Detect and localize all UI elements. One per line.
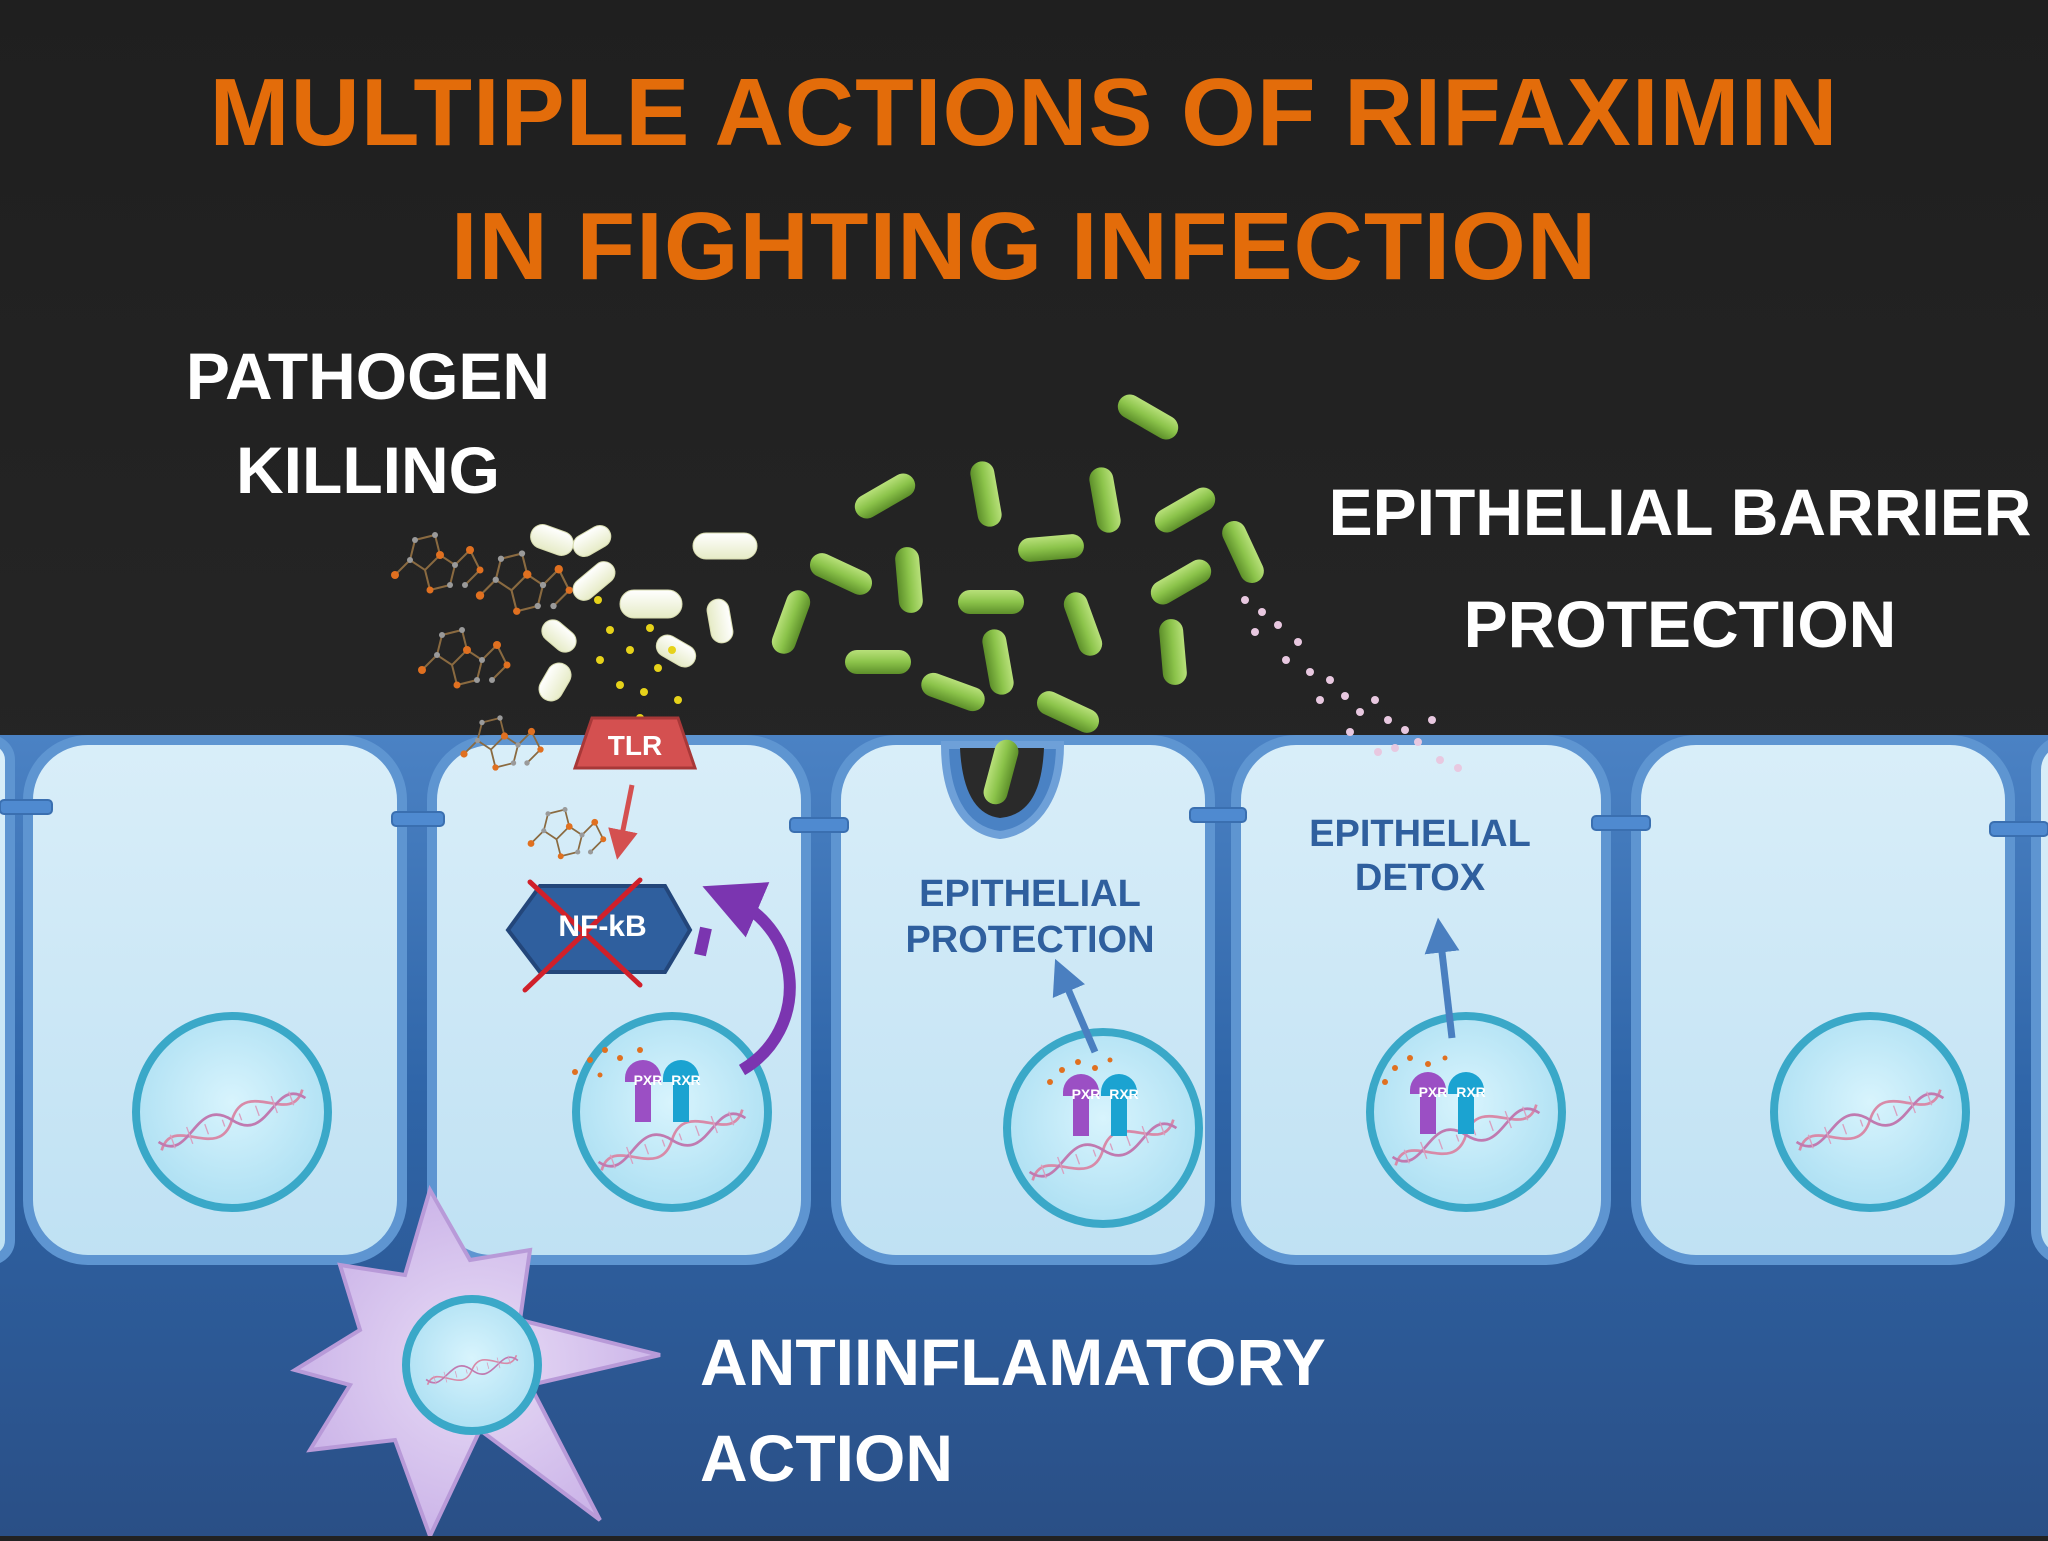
label-antiinflammatory: ANTIINFLAMATORY bbox=[700, 1325, 1326, 1399]
tlr-receptor bbox=[572, 716, 698, 770]
detox-arrow bbox=[1424, 917, 1460, 1039]
page-title-line1: MULTIPLE ACTIONS OF RIFAXIMIN bbox=[209, 59, 1839, 166]
nfkb-hexagon bbox=[505, 884, 693, 974]
cell-edge-left bbox=[0, 737, 15, 1263]
tlr-arrow bbox=[608, 784, 638, 860]
nfkb-label: NF-kB bbox=[558, 910, 647, 943]
label-pathogen: PATHOGEN bbox=[185, 339, 551, 413]
rxr-label-3: RXR bbox=[1456, 1084, 1486, 1100]
label-action: ACTION bbox=[700, 1421, 953, 1495]
nuclei bbox=[132, 1012, 1970, 1228]
pxr-inhibition-arrow bbox=[702, 882, 796, 1076]
nucleus-2 bbox=[572, 1012, 772, 1212]
label-epithelial-barrier: EPITHELIAL BARRIER bbox=[1328, 475, 2032, 549]
label-protection: PROTECTION bbox=[905, 919, 1155, 961]
detox-particles bbox=[1241, 596, 1462, 772]
dendritic-cell-icon bbox=[290, 1184, 661, 1541]
tlr-label: TLR bbox=[607, 730, 663, 761]
nucleus-5 bbox=[1770, 1012, 1970, 1212]
dead-bacteria bbox=[530, 524, 758, 702]
label-epithelial-2: EPITHELIAL bbox=[1309, 813, 1531, 855]
bacterium-icon bbox=[771, 394, 1264, 805]
label-barrier-protection: PROTECTION bbox=[1463, 587, 1897, 661]
nucleus-1 bbox=[132, 1012, 332, 1212]
rxr-label-2: RXR bbox=[1109, 1086, 1139, 1102]
pxr-label-2: PXR bbox=[1071, 1086, 1101, 1102]
label-killing: KILLING bbox=[236, 433, 500, 507]
pxr-label-1: PXR bbox=[633, 1072, 663, 1088]
label-epithelial-1: EPITHELIAL bbox=[919, 873, 1141, 915]
rxr-label-1: RXR bbox=[671, 1072, 701, 1088]
page-title-line2: IN FIGHTING INFECTION bbox=[450, 193, 1598, 300]
rifaximin-particles bbox=[572, 1047, 1448, 1085]
inhibition-cross-icon bbox=[522, 877, 643, 993]
cell-edge-right bbox=[2031, 739, 2048, 1261]
inhibition-bar bbox=[694, 926, 712, 957]
pamp-particles bbox=[594, 596, 682, 722]
nucleus-3 bbox=[1003, 1028, 1203, 1228]
pxr-label-3: PXR bbox=[1418, 1084, 1448, 1100]
label-detox: DETOX bbox=[1354, 857, 1486, 899]
protection-arrow bbox=[1052, 958, 1099, 1054]
